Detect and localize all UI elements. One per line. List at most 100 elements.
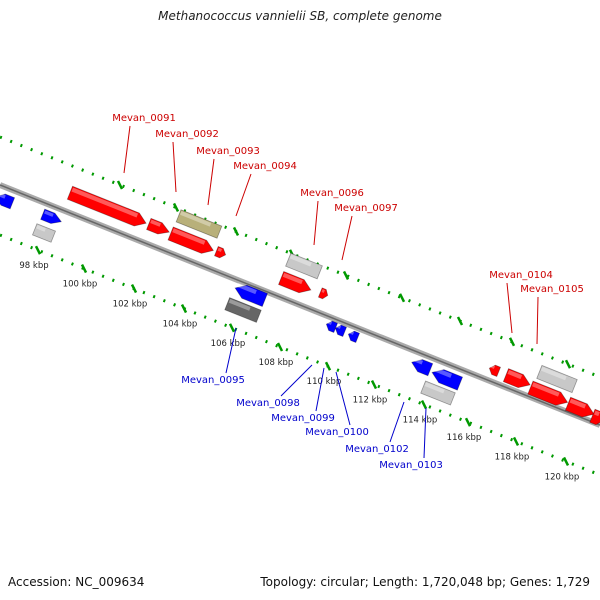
- lower-tick-mark: [80, 264, 88, 274]
- gene-arrow-shape: [347, 330, 361, 344]
- gene-arrow-shape: [213, 245, 227, 259]
- lower-tick-mark: [562, 456, 570, 466]
- gene-arrow-shape: [234, 284, 268, 307]
- gene-feature: [564, 396, 595, 418]
- gene-arrow-shape: [564, 396, 595, 418]
- gene-label: Mevan_0097: [334, 203, 398, 214]
- gene-feature: [527, 380, 569, 406]
- gene-arrow-shape: [317, 287, 329, 300]
- genome-title: Methanococcus vannielii SB, complete gen…: [158, 9, 442, 23]
- lower-tick-mark: [180, 304, 188, 314]
- upper-tick-mark: [508, 337, 516, 347]
- gene-label: Mevan_0105: [520, 284, 584, 295]
- tick-label: 106 kbp: [211, 339, 246, 349]
- upper-tick-mark: [232, 226, 240, 236]
- tick-label: 112 kbp: [353, 396, 388, 406]
- gene-label: Mevan_0100: [305, 427, 369, 438]
- tick-label: 104 kbp: [163, 320, 198, 330]
- gene-arrow-shine: [532, 382, 560, 397]
- gene-arrow-shine: [282, 272, 303, 285]
- gene-arrow-shape: [175, 209, 223, 239]
- gene-arrow-shine: [36, 225, 46, 232]
- gene-feature-mevan-0105: [536, 364, 578, 394]
- accession-label: Accession: NC_009634: [8, 575, 145, 589]
- tick-label: 118 kbp: [495, 452, 530, 462]
- gene-arrow-shine: [217, 247, 223, 252]
- gene-arrow-shine: [71, 187, 139, 218]
- callout-line: [207, 158, 215, 206]
- gene-label: Mevan_0094: [233, 161, 297, 172]
- callout-line: [235, 173, 252, 217]
- gene-label: Mevan_0093: [196, 146, 260, 157]
- callout-line: [123, 125, 131, 174]
- upper-tick-mark: [456, 316, 464, 326]
- gene-feature-mevan-0095: [234, 282, 268, 307]
- lower-tick-mark: [420, 400, 428, 410]
- upper-tick-mark: [398, 293, 406, 303]
- callout-line: [280, 364, 313, 397]
- gene-label: Mevan_0091: [112, 113, 176, 124]
- callout-line: [423, 407, 427, 459]
- gene-feature-mevan-0099: [334, 324, 348, 338]
- gene-arrow-shine: [594, 410, 600, 417]
- gene-feature-mevan-0091: [66, 185, 147, 227]
- callout-line: [341, 215, 353, 261]
- gene-feature-mevan-0096: [285, 252, 323, 280]
- gene-arrow-shine: [150, 219, 161, 227]
- gene-arrow-shine: [228, 298, 251, 311]
- gene-arrow-shine: [289, 254, 312, 267]
- gene-feature-mevan-0097: [278, 271, 312, 294]
- gene-label: Mevan_0104: [489, 270, 553, 281]
- gene-feature: [431, 367, 464, 391]
- callout-line: [225, 327, 237, 374]
- gene-arrow-shape: [431, 369, 464, 391]
- gene-arrow-shape: [334, 324, 348, 338]
- upper-tick-mark: [564, 359, 572, 369]
- gene-feature: [213, 245, 227, 259]
- gene-feature: [31, 223, 57, 243]
- backbone-inner: [0, 184, 600, 426]
- gene-label: Mevan_0095: [181, 375, 245, 386]
- gene-label: Mevan_0103: [379, 460, 443, 471]
- gene-arrow-shine: [413, 357, 424, 365]
- gene-arrow-shine: [180, 211, 212, 227]
- gene-arrow-shape: [536, 364, 578, 394]
- lower-tick-mark: [34, 245, 42, 255]
- lower-tick-mark: [512, 436, 520, 446]
- callout-line: [315, 367, 325, 412]
- upper-tick-mark: [116, 180, 124, 190]
- gene-arrow-shine: [540, 366, 567, 381]
- gene-feature-mevan-0093: [175, 209, 223, 239]
- gene-label: Mevan_0098: [236, 398, 300, 409]
- gene-label: Mevan_0102: [345, 444, 409, 455]
- gene-arrow-shine: [0, 192, 6, 199]
- tick-label: 102 kbp: [113, 300, 148, 310]
- gene-feature-mevan-0102: [411, 357, 434, 377]
- tick-label: 108 kbp: [259, 358, 294, 368]
- gene-arrow-shape: [527, 380, 569, 406]
- gene-arrow-shape: [278, 271, 312, 294]
- genome-summary: Topology: circular; Length: 1,720,048 bp…: [260, 575, 590, 589]
- gene-feature-mevan-0098: [325, 320, 339, 334]
- tick-label: 100 kbp: [63, 280, 98, 290]
- gene-feature: [0, 192, 16, 210]
- gene-feature: [224, 297, 262, 323]
- gene-arrow-shape: [325, 320, 339, 334]
- gene-feature: [317, 287, 329, 300]
- lower-tick-mark: [276, 342, 284, 352]
- gene-arrow-shape: [224, 297, 262, 323]
- gene-arrow-shine: [336, 324, 342, 329]
- tick-label: 114 kbp: [403, 416, 438, 426]
- gene-label: Mevan_0099: [271, 413, 335, 424]
- gene-arrow-shine: [433, 367, 452, 378]
- gene-feature: [488, 364, 502, 378]
- tick-label: 120 kbp: [545, 472, 580, 482]
- gene-label: Mevan_0092: [155, 129, 219, 140]
- gene-arrow-shine: [349, 330, 355, 335]
- upper-tick-mark: [172, 202, 180, 212]
- gene-arrow-shape: [40, 208, 62, 224]
- gene-arrow-shape: [167, 226, 215, 254]
- gene-arrow-shine: [44, 210, 54, 217]
- gene-arrow-shine: [321, 289, 325, 293]
- gene-arrow-shape: [488, 364, 502, 378]
